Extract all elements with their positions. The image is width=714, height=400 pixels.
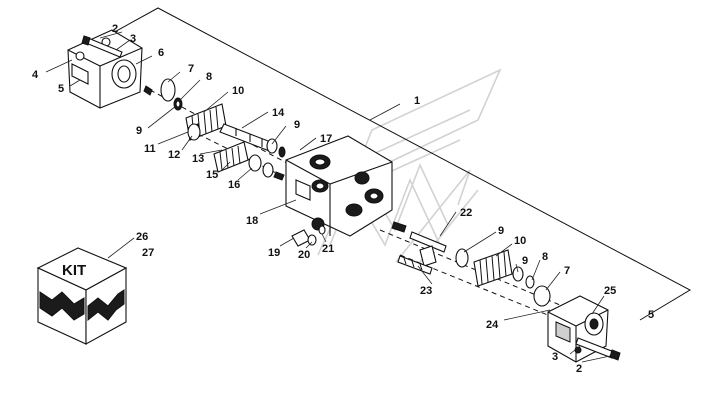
callout-5-left: 5 — [58, 83, 64, 95]
lower-fittings — [291, 225, 326, 247]
callout-25: 25 — [604, 285, 616, 297]
callout-18: 18 — [246, 215, 258, 227]
callout-6: 6 — [158, 47, 164, 59]
kit-label: KIT — [62, 262, 86, 279]
callout-15: 15 — [206, 169, 218, 181]
callout-3-top: 3 — [130, 33, 136, 45]
callout-16: 16 — [228, 179, 240, 191]
callout-23: 23 — [420, 285, 432, 297]
valve-body — [285, 135, 393, 237]
left-screw — [81, 35, 123, 58]
callout-9-left-a: 9 — [136, 125, 142, 137]
poppet-parts — [187, 123, 201, 141]
callout-10-right: 10 — [514, 235, 526, 247]
callout-14: 14 — [272, 107, 285, 119]
right-seals — [455, 248, 551, 307]
callout-2-top: 2 — [112, 23, 118, 35]
callout-1: 1 — [414, 95, 420, 107]
right-fittings — [391, 221, 447, 267]
callout-5-right: 5 — [648, 309, 654, 321]
lower-spring — [213, 141, 285, 181]
spool — [219, 123, 286, 158]
callout-9-right-a: 9 — [498, 225, 504, 237]
callout-20: 20 — [298, 249, 310, 261]
callout-17: 17 — [320, 133, 332, 145]
callout-12: 12 — [168, 149, 180, 161]
callout-19: 19 — [268, 247, 280, 259]
callout-7-left: 7 — [188, 63, 194, 75]
callout-9-right-b: 9 — [522, 255, 528, 267]
callout-24: 24 — [486, 319, 499, 331]
callout-9-left-b: 9 — [294, 119, 300, 131]
callout-labels: 1 2 3 4 5 6 7 8 10 9 14 9 11 12 13 17 15… — [32, 23, 654, 375]
bracket-lines — [99, 7, 692, 321]
left-seals — [143, 78, 183, 111]
callout-8-left: 8 — [206, 71, 212, 83]
callout-2-bottom: 2 — [576, 363, 582, 375]
left-cover-housing — [67, 29, 143, 109]
callout-11: 11 — [144, 143, 156, 155]
leader-lines — [45, 31, 611, 363]
callout-8-right: 8 — [542, 251, 548, 263]
callout-3-bottom: 3 — [552, 351, 558, 363]
callout-21: 21 — [322, 243, 334, 255]
callout-10-left: 10 — [232, 85, 244, 97]
callout-13: 13 — [192, 153, 204, 165]
callout-26: 26 — [136, 231, 148, 243]
kit-box — [36, 247, 128, 345]
lower-spool — [397, 255, 433, 275]
callout-7-right: 7 — [564, 265, 570, 277]
callout-22: 22 — [460, 207, 472, 219]
callout-4: 4 — [32, 69, 39, 81]
callout-27: 27 — [142, 247, 154, 259]
